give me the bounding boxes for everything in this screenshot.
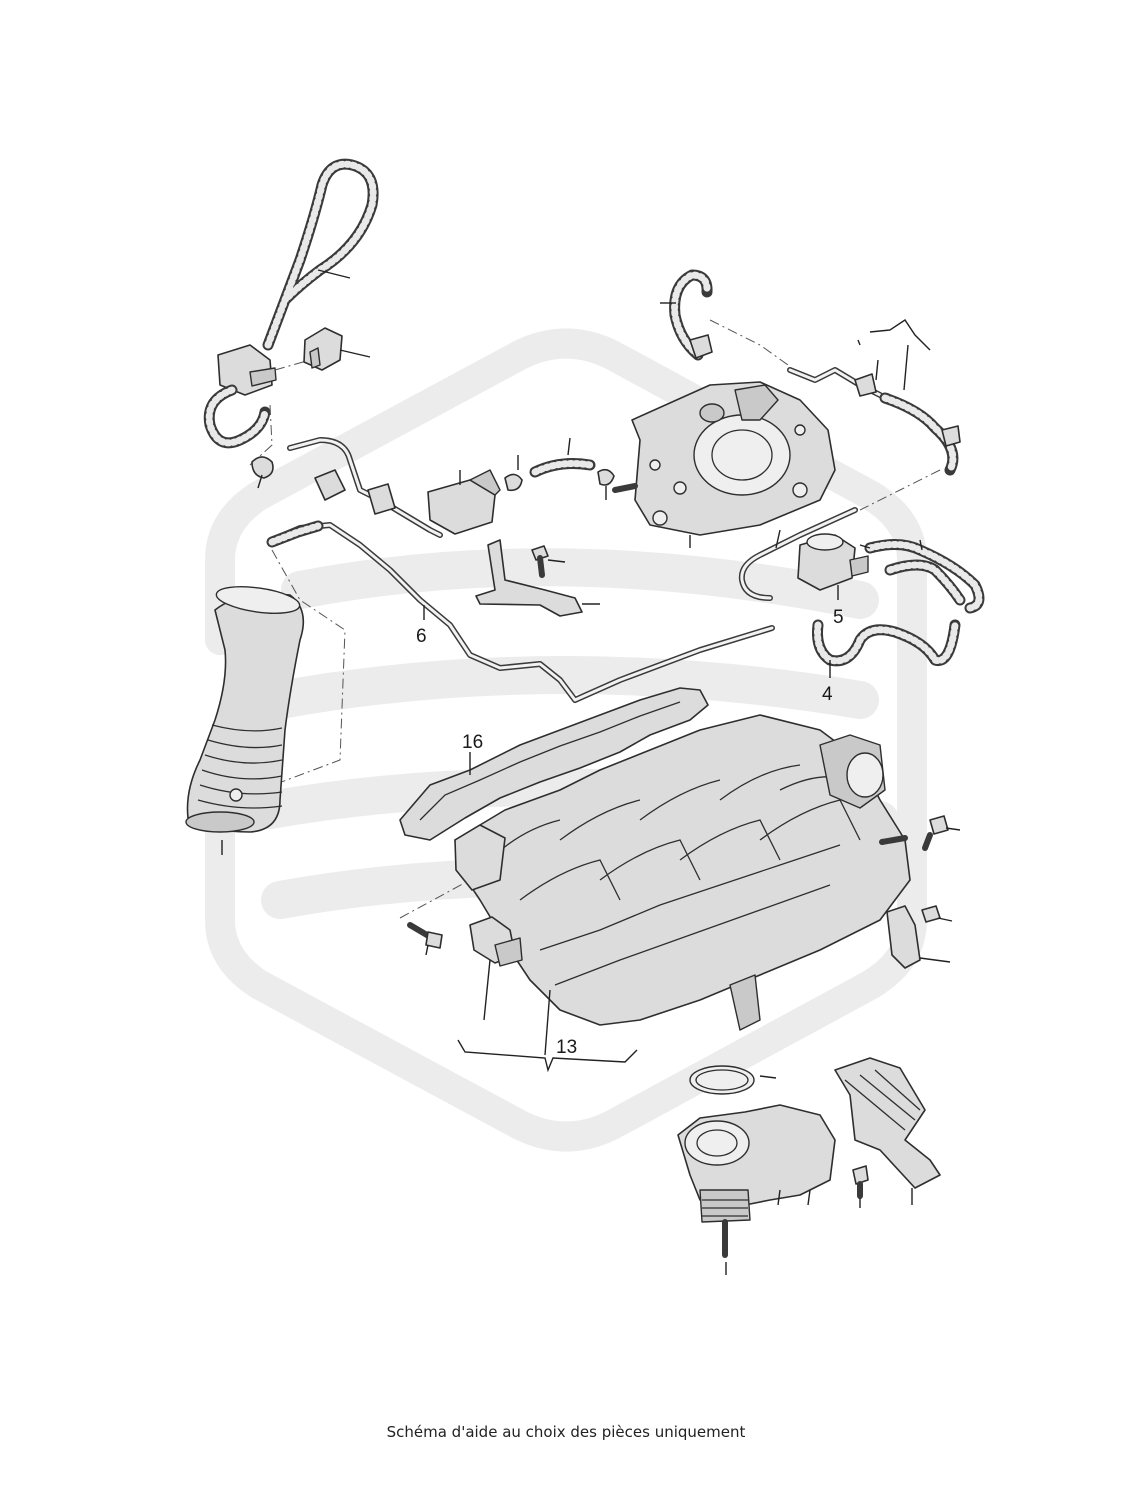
footer-caption: Schéma d'aide au choix des pièces unique… [386, 1423, 746, 1441]
pressure-sensor [469, 916, 523, 1021]
vacuum-hose [812, 619, 961, 678]
oil-separator-cover [612, 381, 836, 548]
label-part-13: 13 [556, 1037, 577, 1058]
right-bolt-upper [922, 815, 961, 851]
bracket-bolt [852, 1165, 869, 1208]
watermark-logo [205, 328, 927, 1152]
label-part-6: 6 [416, 626, 427, 647]
hose-clip [251, 456, 274, 489]
right-bolt-lower [921, 905, 953, 923]
mounting-bracket [475, 539, 600, 617]
throttle-bracket [834, 1057, 941, 1205]
throttle-body [677, 1104, 836, 1275]
assembly-dashline [259, 549, 346, 791]
label-part-4: 4 [822, 684, 833, 705]
bolt [531, 545, 566, 578]
vent-pipe-assembly [287, 437, 501, 538]
label-part-5: 5 [833, 607, 844, 628]
throttle-o-ring [689, 1065, 777, 1095]
intake-manifold [399, 714, 911, 1073]
long-vent-pipe [266, 520, 775, 703]
loop-hose [262, 158, 379, 351]
intake-air-hose [185, 586, 305, 855]
electrical-connector [303, 327, 371, 371]
purge-valve [203, 344, 311, 466]
right-sensor [886, 905, 951, 969]
short-hose [504, 437, 615, 500]
upper-breather-hose [660, 269, 789, 366]
label-part-16: 16 [462, 732, 483, 753]
manifold-bolt [407, 922, 443, 956]
manifold-gasket [399, 687, 709, 841]
pipe-clip [314, 469, 346, 501]
pressure-converter-valve [738, 507, 985, 614]
breather-pipe-right [787, 319, 961, 511]
